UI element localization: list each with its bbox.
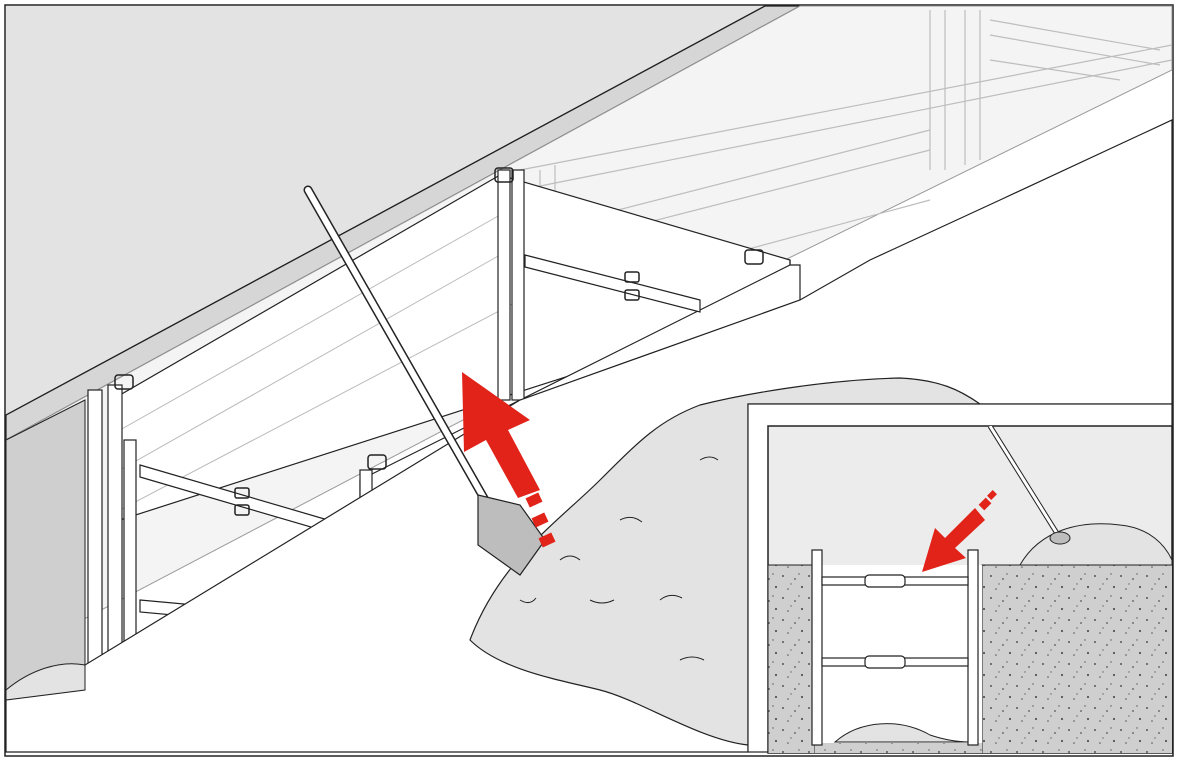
arrow-up-icon: [462, 372, 556, 548]
trench-wall-dark: [5, 399, 86, 691]
soil-pile-small: [5, 663, 86, 701]
support-posts: [87, 169, 525, 669]
inset-section: [747, 403, 1173, 754]
strut-handles: [114, 167, 764, 516]
soil-pile: [469, 377, 982, 746]
ground-surface-near: [5, 119, 1173, 753]
soil-pile-texture: [519, 456, 719, 661]
shovel: [303, 185, 546, 576]
arrow-down-left-icon: [922, 490, 997, 572]
